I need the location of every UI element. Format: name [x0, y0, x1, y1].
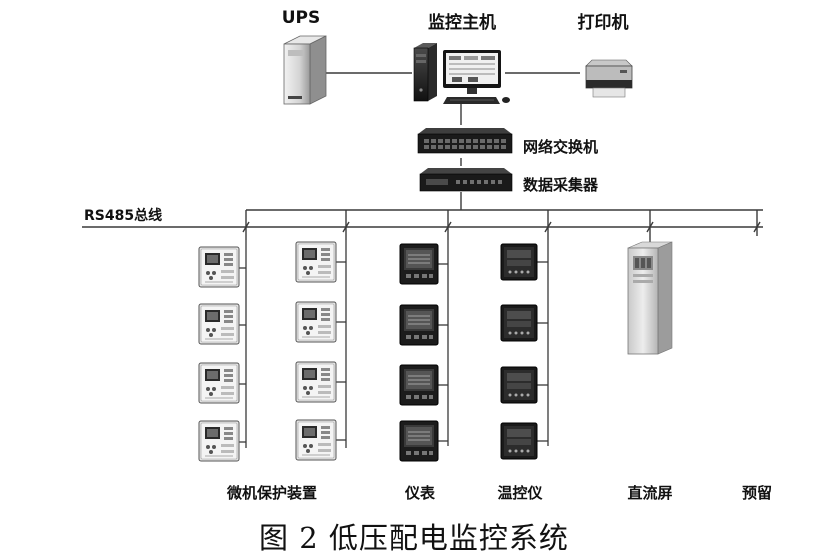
protection-relay-icon	[198, 303, 240, 345]
meters-column	[399, 243, 439, 462]
protection-relay-icon	[295, 241, 337, 283]
printer-label: 打印机	[577, 13, 629, 33]
group-label-protection: 微机保护装置	[226, 484, 318, 502]
protection-relay-icon	[198, 420, 240, 462]
ups-icon	[283, 35, 327, 105]
top-connection-lines	[325, 72, 580, 210]
temperature-controller-icon	[500, 366, 538, 404]
host-label: 监控主机	[428, 13, 496, 33]
protection-relay-icon	[295, 419, 337, 461]
network-switch-icon	[417, 128, 513, 154]
dc-panel-icon	[627, 241, 673, 355]
protection-relays-column-1	[198, 246, 240, 462]
meter-icon	[399, 304, 439, 346]
protection-relay-icon	[295, 361, 337, 403]
protection-relay-icon	[295, 301, 337, 343]
switch-label: 网络交换机	[523, 138, 599, 156]
rs485-bus-line	[82, 209, 763, 240]
protection-relays-column-2	[295, 241, 337, 461]
temp-controllers-column	[500, 243, 538, 460]
feeder-lines	[238, 240, 651, 448]
meter-icon	[399, 364, 439, 406]
temperature-controller-icon	[500, 243, 538, 281]
bus-label: RS485总线	[84, 208, 163, 224]
protection-relay-icon	[198, 362, 240, 404]
ups-label: UPS	[281, 8, 321, 28]
meter-icon	[399, 420, 439, 462]
group-label-meters: 仪表	[404, 484, 436, 502]
protection-relay-icon	[198, 246, 240, 288]
group-label-reserved: 预留	[741, 484, 773, 502]
temperature-controller-icon	[500, 304, 538, 342]
collector-label: 数据采集器	[523, 176, 599, 194]
printer-icon	[585, 59, 633, 98]
data-collector-icon	[419, 168, 513, 192]
figure-caption: 图 2 低压配电监控系统	[259, 521, 569, 555]
host-computer-icon	[413, 43, 510, 104]
group-label-temp-controllers: 温控仪	[497, 484, 543, 502]
meter-icon	[399, 243, 439, 285]
group-label-dc-panel: 直流屏	[627, 484, 673, 502]
temperature-controller-icon	[500, 422, 538, 460]
